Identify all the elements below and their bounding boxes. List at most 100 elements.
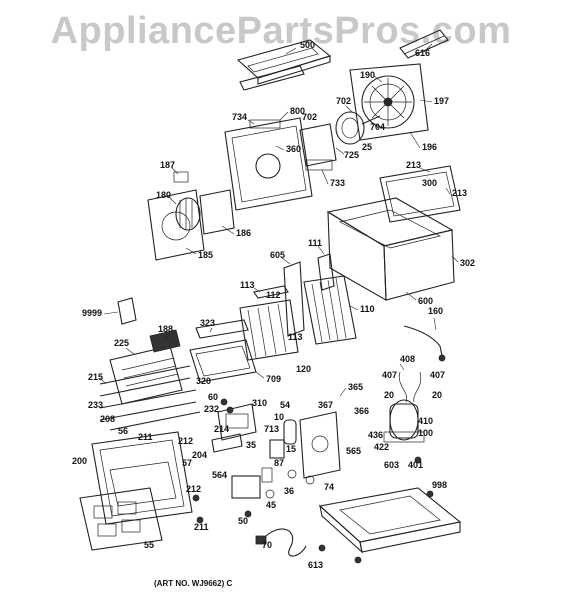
callout-label: 45 xyxy=(266,500,276,510)
callout-label: 410 xyxy=(418,416,433,426)
callout-label: 60 xyxy=(208,392,218,402)
callout-label: 9999 xyxy=(82,308,102,318)
callout-label: 111 xyxy=(308,238,322,248)
callout-label: 196 xyxy=(422,142,437,152)
callout-label: 200 xyxy=(72,456,87,466)
callout-label: 436 xyxy=(368,430,383,440)
callout-label: 310 xyxy=(252,398,267,408)
callout-label: 180 xyxy=(156,190,171,200)
hardware-dots xyxy=(192,398,434,564)
callout-label: 208 xyxy=(100,414,115,424)
callout-label: 120 xyxy=(296,364,311,374)
fan-shroud-part xyxy=(349,63,429,141)
callout-label: 407 xyxy=(382,370,397,380)
electrical-components-part xyxy=(231,411,341,499)
callout-label: 35 xyxy=(246,440,256,450)
callout-label: 215 xyxy=(88,372,103,382)
callout-label: 57 xyxy=(182,458,192,468)
bulkhead-part xyxy=(224,117,337,211)
callout-label: 185 xyxy=(198,250,213,260)
callout-label: 20 xyxy=(384,390,394,400)
callout-label: 704 xyxy=(370,122,385,132)
callout-label: 113 xyxy=(240,280,255,290)
callout-label: 616 xyxy=(415,48,430,58)
callout-label: 603 xyxy=(384,460,399,470)
callout-label: 605 xyxy=(270,250,285,260)
callout-label: 702 xyxy=(302,112,317,122)
callout-label: 113 xyxy=(288,332,303,342)
callout-label: 500 xyxy=(300,40,315,50)
callout-label: 204 xyxy=(192,450,207,460)
art-number-label: (ART NO. WJ9662) C xyxy=(154,579,232,588)
blower-assembly-part xyxy=(147,171,235,261)
callout-label: 188 xyxy=(158,324,173,334)
callout-label: 10 xyxy=(274,412,284,422)
motor-part xyxy=(335,111,381,145)
compressor-part xyxy=(383,371,425,443)
callout-label: 56 xyxy=(118,426,128,436)
callout-label: 25 xyxy=(362,142,372,152)
callout-label: 302 xyxy=(460,258,475,268)
front-grille-part xyxy=(91,431,193,525)
cabinet-part xyxy=(326,165,461,301)
callout-label: 300 xyxy=(422,178,437,188)
control-panel-part xyxy=(211,403,257,453)
watermark-text: AppliancePartsPros.com xyxy=(50,10,512,52)
callout-label: 564 xyxy=(212,470,227,480)
callout-label: 15 xyxy=(286,444,296,454)
callout-label: 54 xyxy=(280,400,290,410)
callout-label: 734 xyxy=(232,112,247,122)
base-pan-part xyxy=(318,487,462,554)
callout-label: 187 xyxy=(160,160,175,170)
callout-label: 110 xyxy=(360,304,375,314)
leader-lines xyxy=(99,43,459,397)
callout-label: 323 xyxy=(200,318,215,328)
callout-label: 212 xyxy=(178,436,193,446)
callout-label: 998 xyxy=(432,480,447,490)
callout-label: 214 xyxy=(214,424,229,434)
power-cord-part xyxy=(255,528,307,557)
callout-label: 112 xyxy=(266,290,281,300)
callout-label: 408 xyxy=(400,354,415,364)
callout-labels: 500 616 190 197 800 734 702 702 704 360 … xyxy=(72,40,475,588)
callout-label: 709 xyxy=(266,374,281,384)
callout-label: 212 xyxy=(186,484,201,494)
callout-label: 407 xyxy=(430,370,445,380)
tubing-part xyxy=(403,325,446,362)
callout-label: 50 xyxy=(238,516,248,526)
callout-label: 211 xyxy=(138,432,153,442)
callout-label: 713 xyxy=(264,424,279,434)
callout-label: 55 xyxy=(144,540,154,550)
callout-label: 367 xyxy=(318,400,333,410)
callout-label: 565 xyxy=(346,446,361,456)
callout-label: 233 xyxy=(88,400,103,410)
callout-label: 600 xyxy=(418,296,433,306)
callout-label: 20 xyxy=(432,390,442,400)
callout-label: 36 xyxy=(284,486,294,496)
callout-label: 733 xyxy=(330,178,345,188)
callout-label: 366 xyxy=(354,406,369,416)
callout-label: 365 xyxy=(348,382,363,392)
coil-assembly-part xyxy=(239,261,357,361)
callout-label: 74 xyxy=(324,482,334,492)
rod-set-part xyxy=(99,365,201,431)
callout-label: 100 xyxy=(418,428,433,438)
tag-part xyxy=(117,297,137,325)
callout-label: 197 xyxy=(434,96,449,106)
callout-label: 70 xyxy=(262,540,272,550)
callout-label: 613 xyxy=(308,560,323,570)
top-louver-part xyxy=(236,39,332,91)
callout-label: 87 xyxy=(274,458,284,468)
callout-label: 160 xyxy=(428,306,443,316)
callout-label: 800 xyxy=(290,106,305,116)
callout-label: 186 xyxy=(236,228,251,238)
callout-label: 702 xyxy=(336,96,351,106)
callout-label: 211 xyxy=(194,522,209,532)
callout-label: 225 xyxy=(114,338,129,348)
callout-label: 213 xyxy=(452,188,467,198)
bracket-616-part xyxy=(399,29,449,59)
callout-label: 401 xyxy=(408,460,423,470)
callout-label: 422 xyxy=(374,442,389,452)
callout-label: 320 xyxy=(196,376,211,386)
callout-label: 360 xyxy=(286,144,301,154)
